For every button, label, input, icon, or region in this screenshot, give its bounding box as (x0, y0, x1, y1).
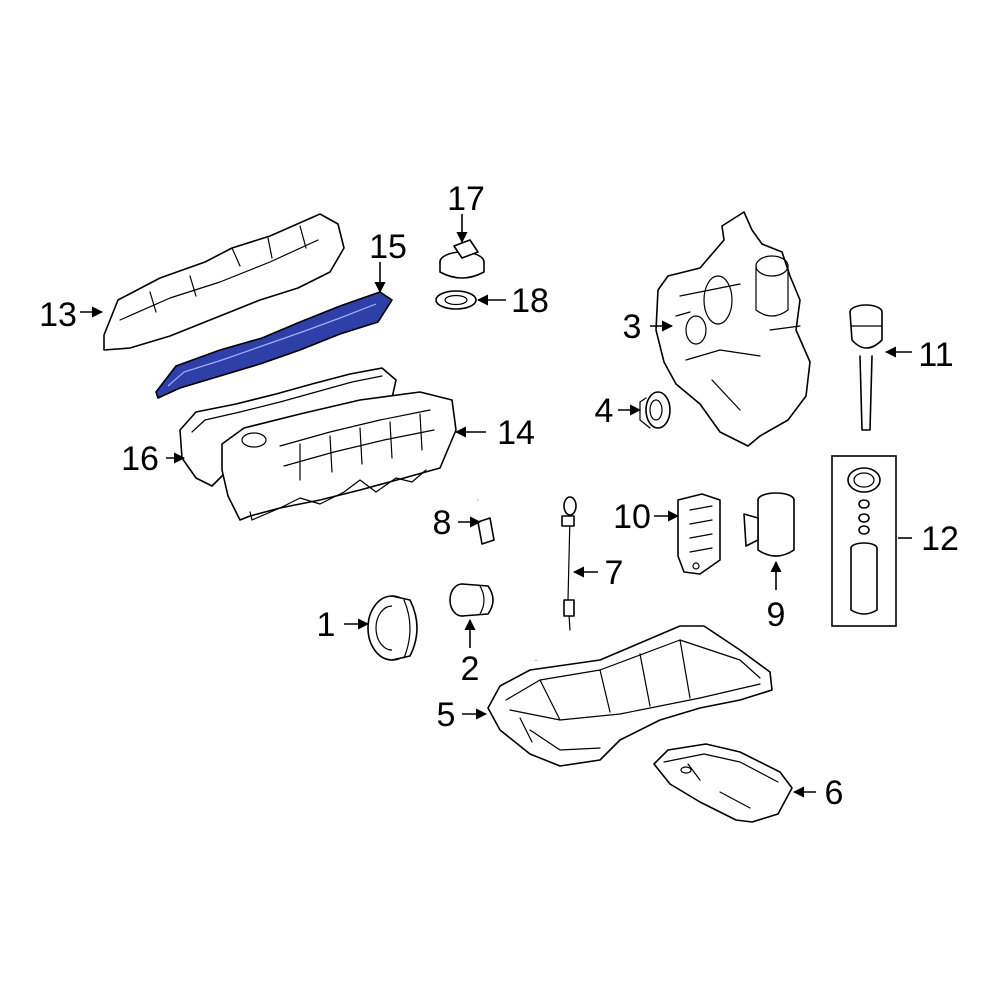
oil-pan-lower-part[interactable] (653, 743, 793, 823)
oil-filter-kit-part[interactable] (831, 455, 897, 627)
callout-14[interactable]: 14 (497, 414, 535, 452)
filter-housing-part[interactable] (743, 492, 795, 557)
oil-filter-housing-part[interactable] (849, 304, 883, 431)
valve-cover-part[interactable] (221, 391, 457, 521)
oil-pan-upper-part[interactable] (487, 625, 773, 767)
gasket-part-highlighted[interactable] (155, 291, 393, 399)
dipstick-part[interactable] (561, 496, 577, 631)
callout-1[interactable]: 1 (317, 606, 336, 644)
seal-ring-part[interactable] (435, 290, 477, 310)
callout-3[interactable]: 3 (623, 308, 642, 346)
callout-4[interactable]: 4 (595, 392, 614, 430)
callout-8[interactable]: 8 (433, 504, 452, 542)
callout-6[interactable]: 6 (825, 774, 844, 812)
crankshaft-pulley-part[interactable] (367, 595, 418, 661)
callout-18[interactable]: 18 (511, 282, 549, 320)
callout-17[interactable]: 17 (447, 180, 485, 218)
dipstick-tube-part[interactable] (477, 499, 538, 661)
timing-cover-part[interactable] (655, 211, 811, 447)
callout-13[interactable]: 13 (39, 296, 77, 334)
engine-cover-part[interactable] (103, 213, 345, 351)
crankshaft-seal-part[interactable] (639, 391, 671, 429)
callout-9[interactable]: 9 (767, 596, 786, 634)
callout-16[interactable]: 16 (121, 440, 159, 478)
callout-7[interactable]: 7 (605, 554, 624, 592)
callout-15[interactable]: 15 (369, 228, 407, 266)
callout-5[interactable]: 5 (437, 696, 456, 734)
callout-leaders (80, 214, 912, 798)
engine-mount-part[interactable] (449, 583, 494, 617)
callout-10[interactable]: 10 (613, 498, 651, 536)
oil-filler-cap-part[interactable] (439, 239, 485, 279)
callout-2[interactable]: 2 (461, 650, 480, 688)
callout-11[interactable]: 11 (918, 336, 953, 374)
oil-cooler-part[interactable] (677, 493, 721, 575)
callout-12[interactable]: 12 (921, 520, 959, 558)
callout-labels: 1 2 3 4 5 6 7 8 9 10 11 12 13 14 15 16 1… (39, 180, 959, 812)
